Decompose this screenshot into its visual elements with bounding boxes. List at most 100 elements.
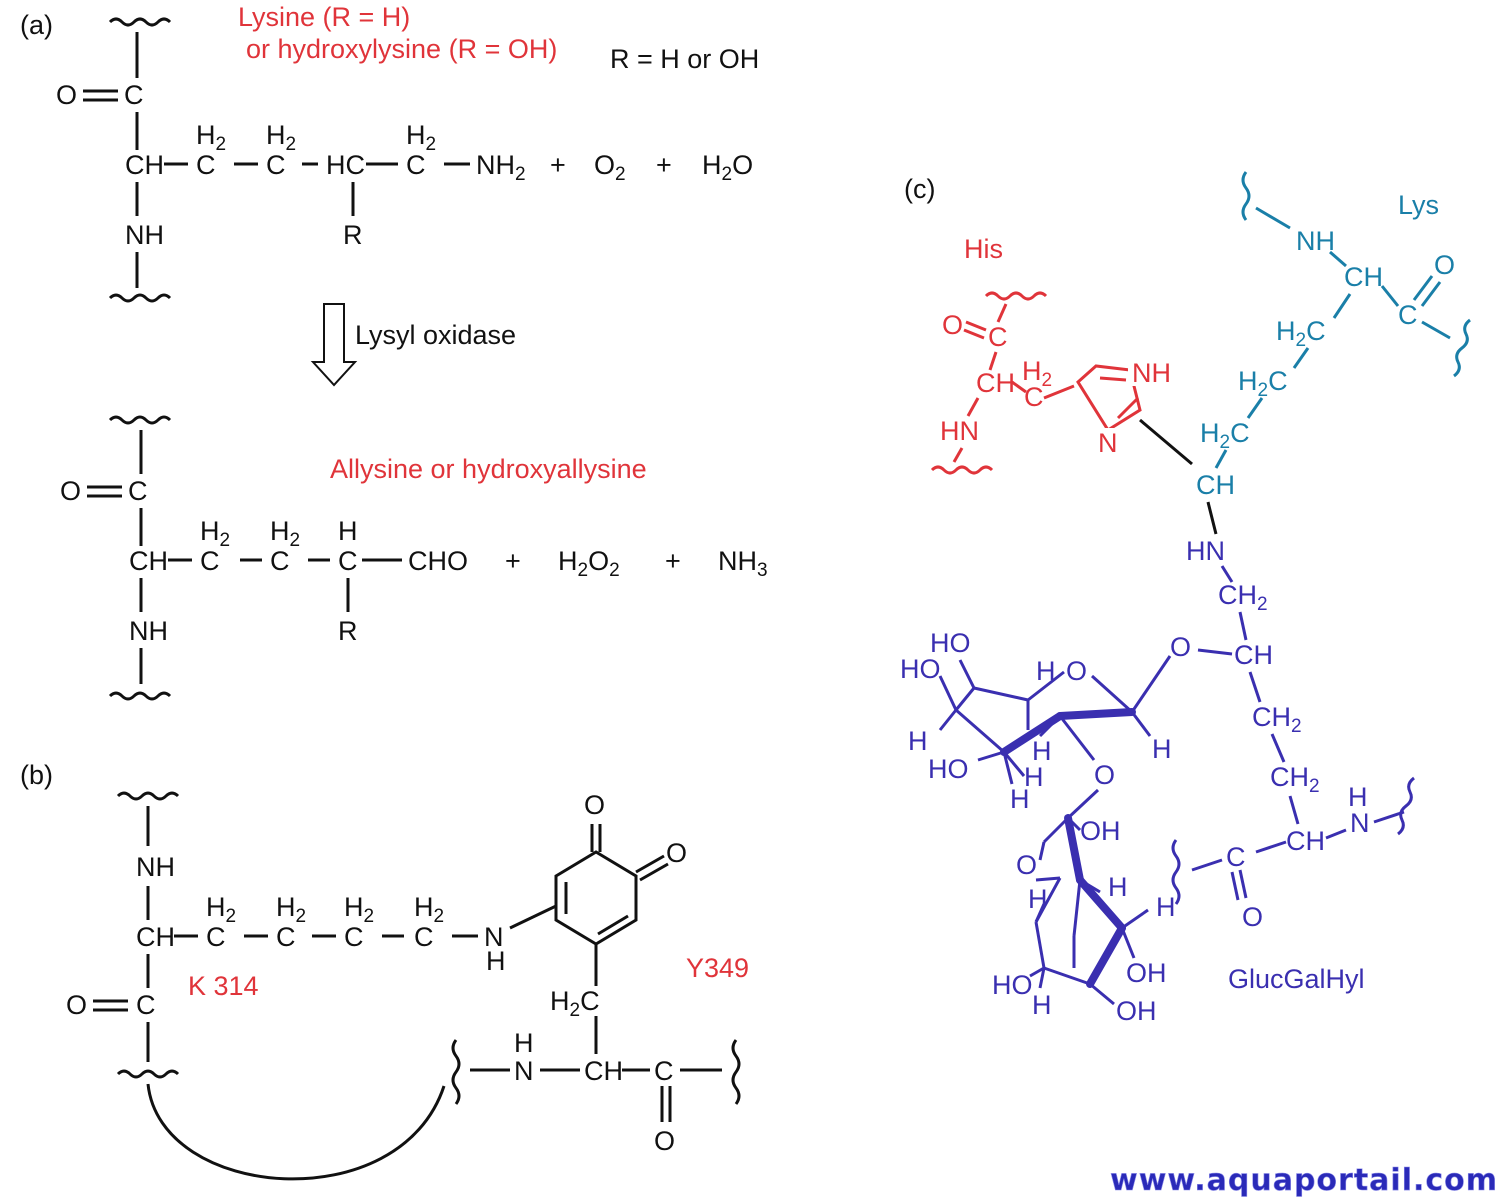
svg-text:N: N: [1098, 428, 1118, 458]
residue-y349: Y349: [686, 953, 749, 983]
enzyme-label: Lysyl oxidase: [355, 320, 516, 350]
svg-text:C: C: [988, 322, 1008, 352]
svg-text:O: O: [1016, 850, 1037, 880]
r-group-note: R = H or OH: [610, 44, 759, 74]
panel-a: (a) Lysine (R = H) or hydroxylysine (R =…: [20, 2, 768, 701]
svg-text:CH2: CH2: [1252, 702, 1302, 737]
svg-text:NH: NH: [125, 220, 164, 250]
svg-text:H: H: [1024, 762, 1044, 792]
svg-text:NH2: NH2: [476, 150, 526, 185]
svg-text:O: O: [942, 310, 963, 340]
svg-text:CH: CH: [584, 1056, 623, 1086]
svg-text:C: C: [124, 80, 144, 110]
svg-text:C: C: [196, 150, 216, 180]
svg-text:C: C: [270, 546, 290, 576]
svg-text:H2O: H2O: [702, 150, 753, 185]
reactant-name-line2: or hydroxylysine (R = OH): [246, 34, 557, 64]
svg-text:R: R: [343, 220, 363, 250]
ltq-structure: NH CH H2 C H2 C H2 C H2 C N H O C: [66, 790, 741, 1181]
svg-text:H2C: H2C: [550, 986, 600, 1021]
sugar-label: GlucGalHyl: [1228, 964, 1365, 994]
svg-text:O: O: [56, 80, 77, 110]
lys-residue: NH CH C O H2C H2C H2C CH: [1196, 171, 1471, 500]
svg-text:C: C: [414, 922, 434, 952]
svg-text:H: H: [1036, 656, 1056, 686]
reactant-name-line1: Lysine (R = H): [238, 2, 410, 32]
svg-text:O: O: [666, 838, 687, 868]
svg-text:H: H: [1032, 990, 1052, 1020]
svg-text:H2C: H2C: [1276, 316, 1326, 351]
svg-text:H2O2: H2O2: [558, 546, 620, 581]
svg-text:O: O: [1170, 632, 1191, 662]
svg-text:HN: HN: [1186, 536, 1225, 566]
svg-text:H: H: [1348, 782, 1368, 812]
svg-text:HC: HC: [326, 150, 365, 180]
svg-text:C: C: [206, 922, 226, 952]
svg-text:N: N: [484, 922, 504, 952]
svg-text:H: H: [514, 1028, 534, 1058]
panel-b-label: (b): [20, 760, 53, 790]
svg-text:H: H: [1108, 872, 1128, 902]
svg-text:OH: OH: [1080, 816, 1121, 846]
svg-text:CH: CH: [136, 922, 175, 952]
svg-text:OH: OH: [1126, 958, 1167, 988]
svg-text:H: H: [908, 726, 928, 756]
svg-text:C: C: [406, 150, 426, 180]
svg-text:CHO: CHO: [408, 546, 468, 576]
svg-text:H2C: H2C: [1238, 366, 1288, 401]
his-residue: O C CH HN H2 C NH N: [930, 291, 1174, 475]
svg-text:CH: CH: [125, 150, 164, 180]
svg-text:O: O: [1242, 902, 1263, 932]
svg-text:O: O: [66, 990, 87, 1020]
svg-text:O2: O2: [594, 150, 626, 185]
panel-c: (c) O C CH HN H2 C NH N His: [900, 171, 1471, 1026]
svg-text:O: O: [1434, 250, 1455, 280]
svg-text:NH: NH: [1296, 226, 1335, 256]
svg-text:+: +: [665, 546, 681, 576]
panel-a-label: (a): [20, 10, 53, 40]
svg-text:C: C: [1226, 842, 1246, 872]
product-name: Allysine or hydroxyallysine: [330, 454, 647, 484]
product-structure: O C CH H2 C H2 C H C CHO R NH + H2O2 +: [60, 415, 768, 701]
hyl-chain: HN CH2 CH O CH2 CH2 CH H N C O: [1170, 501, 1415, 932]
svg-text:HO: HO: [930, 628, 971, 658]
svg-text:O: O: [584, 790, 605, 820]
svg-text:HO: HO: [900, 654, 941, 684]
svg-text:CH: CH: [1344, 262, 1383, 292]
reactant-structure: O C CH H2 C H2 C HC H2 C NH2 R NH +: [56, 17, 753, 303]
svg-text:OH: OH: [1116, 996, 1157, 1026]
watermark: www.aquaportail.com: [1110, 1163, 1498, 1198]
svg-text:C: C: [200, 546, 220, 576]
svg-text:H2: H2: [206, 892, 236, 927]
svg-text:C: C: [128, 476, 148, 506]
svg-text:C: C: [338, 546, 358, 576]
svg-text:+: +: [550, 150, 566, 180]
svg-text:NH: NH: [129, 616, 168, 646]
svg-text:O: O: [1066, 656, 1087, 686]
his-label: His: [964, 234, 1003, 264]
svg-text:CH: CH: [1196, 470, 1235, 500]
svg-text:C: C: [1024, 382, 1044, 412]
svg-text:HO: HO: [928, 754, 969, 784]
svg-text:H: H: [1152, 734, 1172, 764]
svg-text:NH: NH: [1132, 358, 1171, 388]
svg-text:H2C: H2C: [1200, 418, 1250, 453]
svg-text:NH: NH: [136, 852, 175, 882]
svg-text:H: H: [338, 516, 358, 546]
svg-text:C: C: [136, 990, 156, 1020]
svg-text:O: O: [654, 1126, 675, 1156]
svg-text:C: C: [276, 922, 296, 952]
svg-text:C: C: [344, 922, 364, 952]
galactose-ring: O H H O H H HO HO HO H H: [900, 628, 1172, 814]
svg-text:CH2: CH2: [1270, 762, 1320, 797]
svg-text:H: H: [1032, 736, 1052, 766]
svg-text:CH: CH: [129, 546, 168, 576]
svg-text:H: H: [1028, 884, 1048, 914]
svg-text:CH: CH: [1234, 640, 1273, 670]
svg-text:O: O: [60, 476, 81, 506]
glucose-ring: O OH H H OH OH H HO H: [992, 788, 1176, 1026]
lys-label: Lys: [1398, 190, 1439, 220]
svg-text:R: R: [338, 616, 358, 646]
svg-text:CH: CH: [976, 368, 1015, 398]
